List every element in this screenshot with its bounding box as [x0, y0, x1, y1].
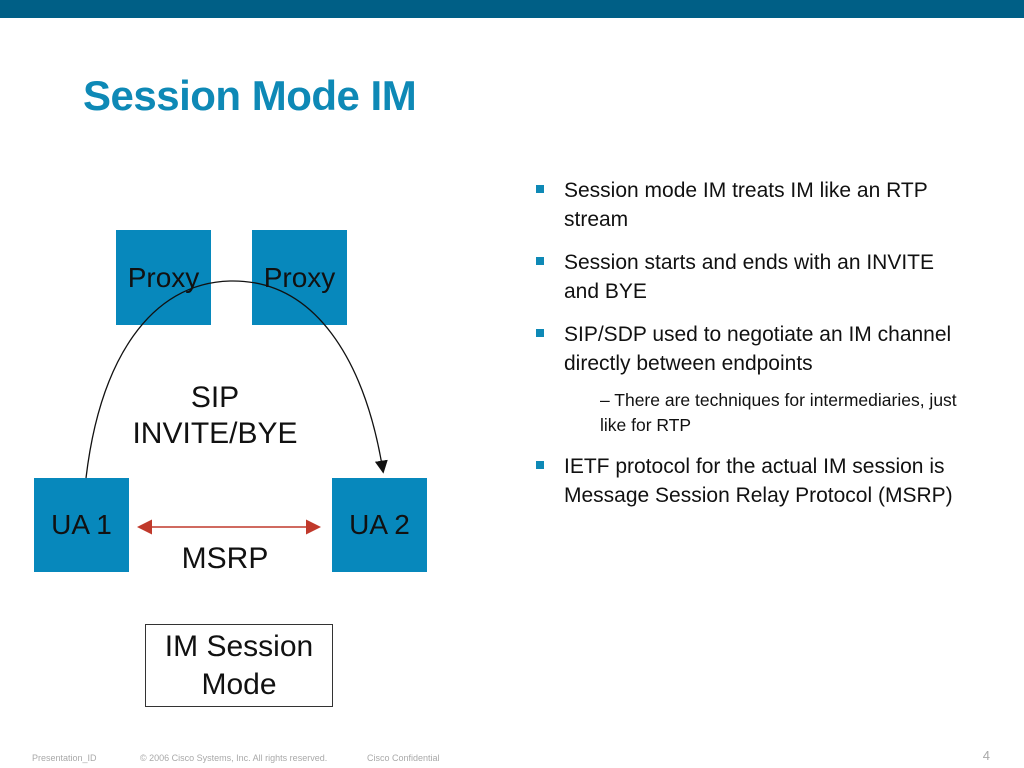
- proxy-left-label: Proxy: [127, 261, 200, 293]
- sip-invite-bye-label: SIP INVITE/BYE: [100, 380, 330, 452]
- proxy-right-label: Proxy: [263, 261, 336, 293]
- bullet-square-icon: [536, 257, 544, 265]
- bullet-text: Session starts and ends with an INVITE a…: [564, 251, 935, 303]
- bullet-text: SIP/SDP used to negotiate an IM channel …: [564, 323, 952, 375]
- bullet-item: IETF protocol for the actual IM session …: [536, 452, 966, 510]
- bullet-square-icon: [536, 185, 544, 193]
- page-number: 4: [982, 748, 990, 763]
- sip-label: SIP: [190, 381, 240, 414]
- bullet-item: Session starts and ends with an INVITE a…: [536, 248, 966, 306]
- footer-copyright: © 2006 Cisco Systems, Inc. All rights re…: [140, 753, 328, 763]
- bullet-list: Session mode IM treats IM like an RTP st…: [536, 176, 966, 524]
- ua1-box: UA 1: [34, 478, 129, 572]
- ua2-box: UA 2: [332, 478, 427, 572]
- sub-bullet-item: – There are techniques for intermediarie…: [536, 388, 966, 438]
- ua1-label: UA 1: [51, 509, 112, 540]
- footer-confidential: Cisco Confidential: [367, 753, 440, 763]
- im-session-mode-box: IM Session Mode: [145, 624, 333, 707]
- bullet-square-icon: [536, 329, 544, 337]
- bullet-item: Session mode IM treats IM like an RTP st…: [536, 176, 966, 234]
- proxy-box-right: Proxy: [252, 230, 347, 325]
- footer-presentation-id: Presentation_ID: [32, 753, 97, 763]
- top-banner: [0, 0, 1024, 18]
- mode-line-2: Mode: [201, 667, 277, 701]
- slide-title: Session Mode IM: [83, 72, 417, 119]
- bullet-text: IETF protocol for the actual IM session …: [564, 455, 953, 507]
- sub-bullet-text: – There are techniques for intermediarie…: [600, 390, 957, 435]
- bullet-item: SIP/SDP used to negotiate an IM channel …: [536, 320, 966, 378]
- mode-line-1: IM Session: [164, 629, 314, 663]
- ua2-label: UA 2: [349, 509, 410, 540]
- proxy-box-left: Proxy: [116, 230, 211, 325]
- invite-bye-label: INVITE/BYE: [132, 417, 298, 450]
- bullet-square-icon: [536, 461, 544, 469]
- msrp-label: MSRP: [181, 542, 269, 575]
- bullet-text: Session mode IM treats IM like an RTP st…: [564, 179, 928, 231]
